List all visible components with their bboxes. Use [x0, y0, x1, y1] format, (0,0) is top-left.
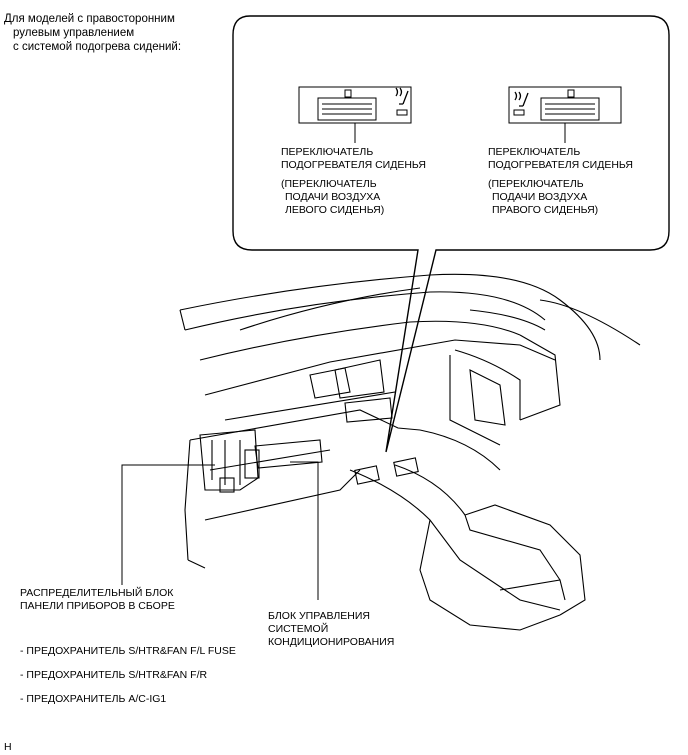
left-seat-switch-panel	[298, 86, 412, 143]
ac-ecu-label-2: СИСТЕМОЙ	[268, 623, 329, 635]
left-switch-title-2: ПОДОГРЕВАТЕЛЯ СИДЕНЬЯ	[281, 159, 426, 171]
callout-bubble	[232, 15, 670, 453]
fuse-item: - ПРЕДОХРАНИТЕЛЬ S/HTR&FAN F/R	[20, 669, 208, 681]
ac-ecu-label-3: КОНДИЦИОНИРОВАНИЯ	[268, 636, 395, 648]
left-switch-title-1: ПЕРЕКЛЮЧАТЕЛЬ	[281, 146, 374, 158]
seat-heater-icon	[514, 91, 529, 107]
left-switch-sub-3: ЛЕВОГО СИДЕНЬЯ)	[285, 204, 385, 216]
header-line-2: рулевым управлением	[13, 27, 135, 39]
fuse-item: - ПРЕДОХРАНИТЕЛЬ A/C-IG1	[20, 693, 167, 705]
junction-block-label-1: РАСПРЕДЕЛИТЕЛЬНЫЙ БЛОК	[20, 587, 174, 599]
left-switch-sub-2: ПОДАЧИ ВОЗДУХА	[285, 191, 381, 203]
right-switch-sub-2: ПОДАЧИ ВОЗДУХА	[492, 191, 588, 203]
leader-lines	[121, 461, 319, 600]
junction-block-label-2: ПАНЕЛИ ПРИБОРОВ В СБОРЕ	[20, 600, 175, 612]
right-switch-title-1: ПЕРЕКЛЮЧАТЕЛЬ	[488, 146, 581, 158]
seat-heater-icon	[395, 87, 409, 105]
header-line-1: Для моделей с правосторонним	[4, 13, 175, 25]
ac-ecu-label-1: БЛОК УПРАВЛЕНИЯ	[268, 610, 370, 622]
right-switch-sub-3: ПРАВОГО СИДЕНЬЯ)	[492, 204, 599, 216]
figure-code: H	[4, 741, 12, 753]
fuse-item: - ПРЕДОХРАНИТЕЛЬ S/HTR&FAN F/L FUSE	[20, 645, 236, 657]
right-switch-title-2: ПОДОГРЕВАТЕЛЯ СИДЕНЬЯ	[488, 159, 633, 171]
right-switch-sub-1: (ПЕРЕКЛЮЧАТЕЛЬ	[488, 178, 584, 190]
dashboard-illustration	[179, 273, 641, 631]
header-line-3: с системой подогрева сидений:	[13, 41, 182, 53]
left-switch-sub-1: (ПЕРЕКЛЮЧАТЕЛЬ	[281, 178, 377, 190]
right-seat-switch-panel	[508, 86, 622, 143]
